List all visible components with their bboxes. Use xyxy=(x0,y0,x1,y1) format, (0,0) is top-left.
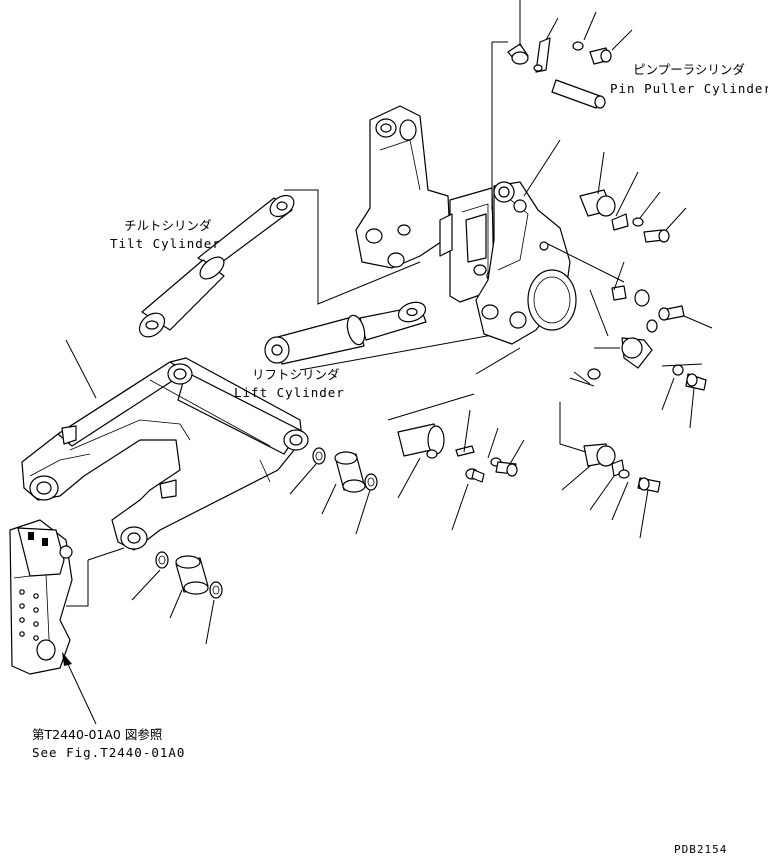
pin-puller-label-en: Pin Puller Cylinder xyxy=(610,81,768,96)
bushing-set-upper xyxy=(312,447,378,493)
leader xyxy=(131,569,161,601)
leader xyxy=(569,377,595,387)
right-bracket xyxy=(475,181,577,345)
leader xyxy=(639,191,661,219)
leader xyxy=(66,560,89,607)
reference-arrow xyxy=(62,652,97,725)
pin-puller-label-jp: ピンプーラシリンダ xyxy=(633,62,745,77)
leader xyxy=(639,489,649,539)
leader xyxy=(463,409,471,453)
leader xyxy=(355,489,371,535)
leader xyxy=(611,29,633,51)
pin-assembly-middle xyxy=(397,423,518,483)
leader xyxy=(451,483,469,531)
leader xyxy=(561,465,591,491)
lift-cylinder-label-en: Lift Cylinder xyxy=(234,385,345,400)
leader xyxy=(559,402,587,453)
tilt-cylinder-label-en: Tilt Cylinder xyxy=(110,236,221,251)
pin-puller-parts xyxy=(507,37,612,109)
tilt-cylinder xyxy=(138,194,295,338)
leader xyxy=(387,393,475,421)
leader xyxy=(615,171,639,217)
pin-and-bolt-right-upper xyxy=(579,189,670,243)
leader xyxy=(487,427,499,459)
leader xyxy=(523,139,561,197)
leader xyxy=(589,289,609,337)
leader xyxy=(613,261,625,291)
leader xyxy=(665,207,687,231)
leader xyxy=(545,17,559,41)
leader xyxy=(589,475,615,511)
leader xyxy=(661,363,703,367)
reference-label-jp: 第T2440-01A0 図参照 xyxy=(32,727,163,742)
leader xyxy=(689,387,695,429)
leader xyxy=(509,439,525,465)
leader xyxy=(321,483,337,515)
lift-cylinder-label-jp: リフトシリンダ xyxy=(252,367,340,382)
quick-coupler xyxy=(9,519,73,675)
reference-label-en: See Fig.T2440-01A0 xyxy=(32,745,186,760)
leader xyxy=(475,347,521,375)
leader xyxy=(289,463,317,495)
bushing-set-lower xyxy=(155,551,223,599)
lift-leader xyxy=(299,329,521,371)
leader xyxy=(397,457,421,499)
pin-assembly-right-lower xyxy=(583,443,661,493)
leader xyxy=(661,377,675,411)
center-housing xyxy=(439,187,498,303)
left-bracket xyxy=(355,105,451,269)
lift-cylinder xyxy=(264,301,427,365)
lift-arm-frame xyxy=(21,357,309,551)
leader xyxy=(683,315,713,329)
leader xyxy=(169,589,183,619)
tilt-cylinder-label-jp: チルトシリンダ xyxy=(124,218,212,233)
leader xyxy=(583,11,597,41)
stopper-block xyxy=(587,337,707,391)
leader xyxy=(547,243,625,283)
leader xyxy=(87,547,125,561)
plate-and-bolt xyxy=(611,285,685,333)
leader xyxy=(205,599,215,645)
drawing-number: PDB2154 xyxy=(674,843,728,856)
frame-leader xyxy=(65,339,97,399)
leader xyxy=(597,151,605,195)
leader xyxy=(611,481,629,521)
leader xyxy=(573,371,591,385)
tilt-leader xyxy=(284,189,421,305)
